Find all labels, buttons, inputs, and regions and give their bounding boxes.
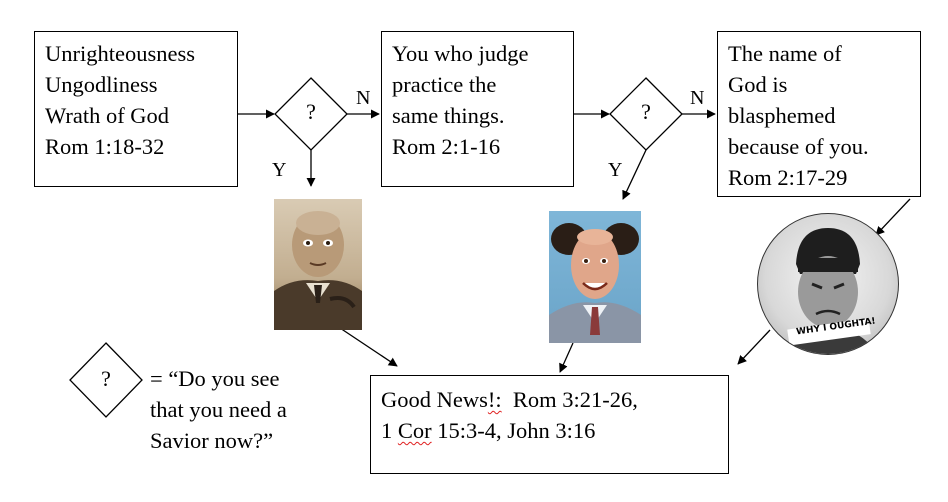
box2-line: same things. — [392, 103, 505, 128]
portrait-photo-2 — [549, 211, 641, 343]
box3-line: Rom 2:17-29 — [728, 165, 848, 190]
box1-line: Wrath of God — [45, 103, 170, 128]
legend-line: Savior now?” — [150, 428, 274, 453]
box2-line: You who judge — [392, 41, 529, 66]
goodnews-ref-prefix: 1 — [381, 418, 398, 443]
box1-line: Unrighteousness — [45, 41, 195, 66]
box-name-blasphemed: The name of God is blasphemed because of… — [717, 31, 921, 197]
box2-line: Rom 2:1-16 — [392, 134, 501, 159]
goodnews-line-2: 1 Cor 15:3-4, John 3:16 — [381, 415, 718, 446]
good-news-box: Good News!: Rom 3:21-26, 1 Cor 15:3-4, J… — [370, 375, 729, 474]
legend-line: = “Do you see — [150, 366, 280, 391]
arrow-decision2-yes — [622, 149, 647, 200]
box-you-who-judge: You who judge practice the same things. … — [381, 31, 574, 187]
decision1-yes-label: Y — [272, 159, 287, 181]
box1-line: Ungodliness — [45, 72, 158, 97]
goodnews-heading: Good News — [381, 387, 488, 412]
box1-line: Rom 1:18-32 — [45, 134, 165, 159]
box3-line: The name of — [728, 41, 842, 66]
goodnews-line-1: Good News!: Rom 3:21-26, — [381, 384, 718, 415]
portrait-photo-3: WHY I OUGHTA! — [757, 213, 899, 355]
decision1-no-label: N — [356, 87, 371, 109]
arrow-photo3-to-goodnews — [737, 329, 771, 365]
arrow-photo1-to-goodnews — [339, 327, 398, 367]
box3-line: because of you. — [728, 134, 869, 159]
box2-line: practice the — [392, 72, 497, 97]
box-unrighteousness: Unrighteousness Ungodliness Wrath of God… — [34, 31, 238, 187]
decision-diamond-1 — [274, 77, 348, 151]
spellcheck-mark: !: — [487, 387, 502, 412]
decision2-yes-label: Y — [608, 159, 623, 181]
legend-text: = “Do you see that you need a Savior now… — [150, 363, 287, 456]
portrait-3-figure — [778, 228, 878, 354]
goodnews-ref-rest: 15:3-4, John 3:16 — [431, 418, 596, 443]
decision-diamond-2 — [609, 77, 683, 151]
decision1-symbol: ? — [306, 99, 316, 124]
arrow-photo2-to-goodnews — [559, 342, 574, 373]
legend-line: that you need a — [150, 397, 287, 422]
box3-line: God is — [728, 72, 788, 97]
decision2-symbol: ? — [641, 99, 651, 124]
decision2-no-label: N — [690, 87, 705, 109]
portrait-2-figure — [549, 223, 641, 343]
legend-diamond — [69, 342, 143, 418]
box3-line: blasphemed — [728, 103, 836, 128]
goodnews-ref-romans: Rom 3:21-26, — [501, 387, 638, 412]
spellcheck-cor: Cor — [397, 418, 432, 443]
portrait-photo-1 — [274, 199, 362, 330]
arrow-box3-to-photo3 — [875, 198, 911, 236]
portrait-1-figure — [274, 211, 362, 330]
legend-symbol: ? — [101, 366, 111, 391]
